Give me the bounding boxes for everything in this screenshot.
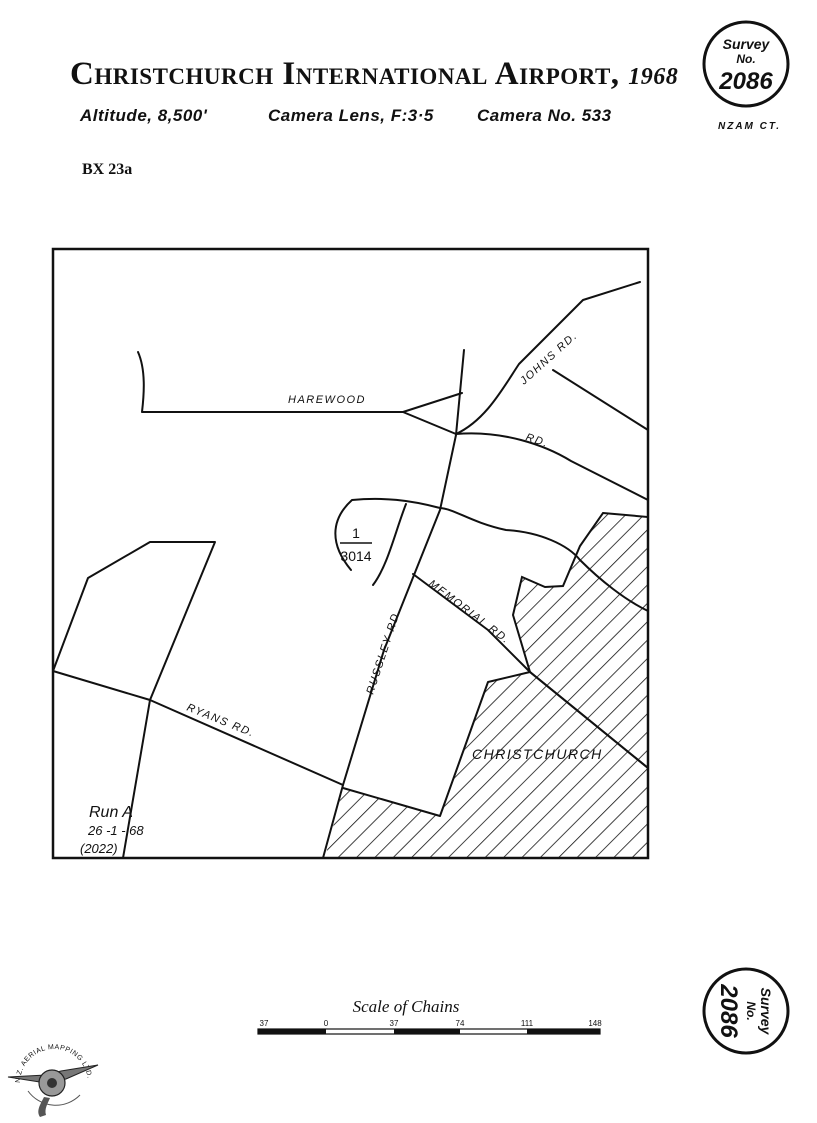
ryans-road-line bbox=[52, 670, 344, 786]
run-code: (2022) bbox=[80, 841, 118, 856]
memorial-road-label: MEMORIAL RD. bbox=[426, 578, 512, 647]
reference-code: BX 23a bbox=[82, 161, 133, 178]
aerial-mapping-logo: N.Z. AERIAL MAPPING LTD. bbox=[7, 1044, 99, 1117]
west-boundary-line bbox=[52, 541, 216, 859]
maker-code: NZAM CT. bbox=[718, 121, 782, 132]
survey-stamp-bottom: Survey No. 2086 bbox=[702, 967, 790, 1055]
river-loop-line bbox=[372, 503, 407, 586]
logo-map-shape bbox=[38, 1097, 50, 1117]
run-label: Run A bbox=[89, 804, 133, 821]
stamp-number-text: 2086 bbox=[715, 983, 742, 1038]
camera-number-text: Camera No. 533 bbox=[477, 106, 612, 125]
scale-tick-label: 148 bbox=[588, 1019, 602, 1028]
scale-tick-label: 0 bbox=[324, 1019, 329, 1028]
harewood-road-label: HAREWOOD bbox=[288, 394, 366, 406]
survey-stamp-top: Survey No. 2086 bbox=[702, 20, 790, 108]
stamp-survey-text: Survey bbox=[758, 988, 774, 1036]
russley-road-label: RUSSLEY RD. bbox=[364, 607, 403, 696]
airport-boundary-line bbox=[342, 671, 531, 817]
stamp-number-text: 2086 bbox=[718, 68, 773, 95]
camera-lens-text: Camera Lens, F:3·5 bbox=[268, 106, 434, 125]
rd-road-label: RD. bbox=[524, 431, 550, 450]
stamp-no-text: No. bbox=[736, 52, 755, 66]
scale-tick-label: 111 bbox=[521, 1019, 534, 1028]
scale-title: Scale of Chains bbox=[353, 997, 460, 1016]
harewood-spur-line bbox=[402, 411, 457, 435]
title-year: 1968 bbox=[628, 64, 679, 90]
christchurch-area-label: CHRISTCHURCH bbox=[472, 746, 603, 762]
hatched-area-south bbox=[325, 672, 648, 858]
johns-road-line bbox=[455, 281, 641, 435]
map-frame bbox=[51, 247, 650, 860]
title-main: Christchurch International Airport, bbox=[70, 56, 620, 92]
johns-road-branch bbox=[552, 369, 649, 431]
photo-number-top: 1 bbox=[352, 525, 360, 541]
scale-tick-label: 37 bbox=[390, 1019, 399, 1028]
map-title: Christchurch International Airport, 1968 bbox=[70, 56, 678, 93]
scale-bar: Scale of Chains 37 0 37 74 111 148 bbox=[257, 997, 602, 1035]
johns-road-label: JOHNS RD. bbox=[517, 330, 580, 388]
russley-road-line bbox=[322, 349, 465, 859]
scale-tick-label: 37 bbox=[260, 1019, 269, 1028]
run-date: 26 -1 - 68 bbox=[87, 823, 144, 838]
harewood-road-line bbox=[137, 351, 463, 413]
logo-lens bbox=[47, 1078, 57, 1088]
rd-line bbox=[455, 432, 649, 501]
altitude-text: Altitude, 8,500' bbox=[80, 106, 208, 125]
stamp-no-text: No. bbox=[744, 1001, 758, 1020]
scale-tick-label: 74 bbox=[456, 1019, 465, 1028]
photo-number-bottom: 3014 bbox=[340, 548, 371, 564]
river-line bbox=[334, 497, 649, 612]
memorial-road-line bbox=[412, 573, 649, 769]
stamp-survey-text: Survey bbox=[723, 36, 771, 52]
